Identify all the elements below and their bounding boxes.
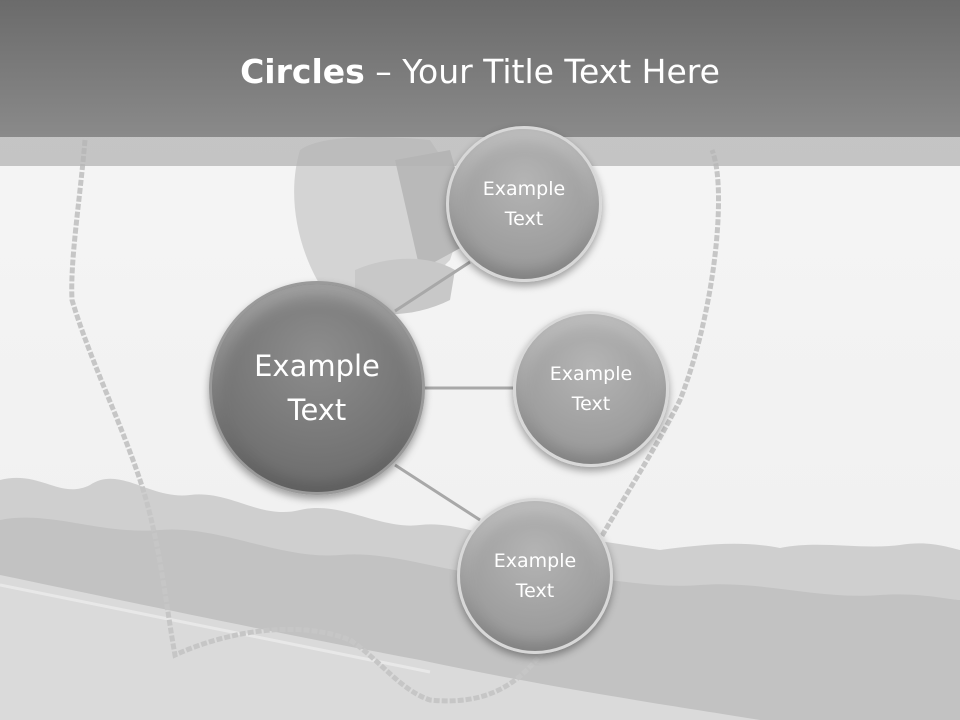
main-circle-label: Example Text xyxy=(254,349,380,427)
slide-title: Circles – Your Title Text Here xyxy=(0,52,960,91)
title-rest: – Your Title Text Here xyxy=(364,52,720,91)
connector-line xyxy=(394,463,481,522)
title-bold-part: Circles xyxy=(240,52,365,91)
connector-line xyxy=(394,260,471,313)
satellite-circle-bottom: Example Text xyxy=(457,498,613,654)
satellite-circle-top: Example Text xyxy=(446,126,602,282)
main-circle: Example Text xyxy=(209,281,425,495)
satellite-label-middle: Example Text xyxy=(549,363,633,415)
title-bar xyxy=(0,0,960,137)
satellite-circle-middle: Example Text xyxy=(513,311,669,467)
satellite-label-top: Example Text xyxy=(482,178,566,230)
satellite-label-bottom: Example Text xyxy=(493,550,577,602)
